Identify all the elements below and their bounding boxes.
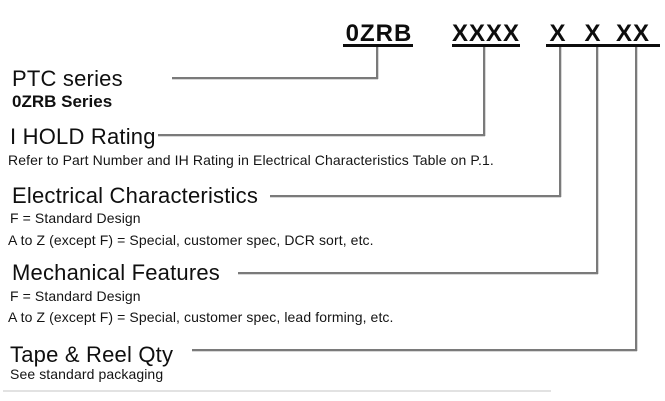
underline-series: [343, 44, 413, 47]
underline-ihold: [452, 44, 520, 47]
underline-suffix-group: [546, 44, 660, 47]
section-title-electrical-characteristics: Electrical Characteristics: [12, 183, 259, 208]
bottom-divider: [3, 390, 551, 392]
section-title-ihold-rating: I HOLD Rating: [10, 124, 156, 149]
section-subtitle-0zrb-series: 0ZRB Series: [12, 92, 113, 111]
section-title-mechanical-features: Mechanical Features: [12, 260, 221, 285]
mechanical-special-note: A to Z (except F) = Special, customer sp…: [8, 309, 394, 325]
part-number-segment-mechanical: X: [584, 20, 602, 47]
connector-horizontal-series: [172, 77, 378, 79]
tape-reel-packaging-note: See standard packaging: [10, 366, 164, 382]
connector-vertical-tape-reel: [635, 47, 637, 351]
connector-horizontal-mechanical: [238, 272, 598, 274]
connector-vertical-series: [376, 47, 378, 79]
ihold-rating-note: Refer to Part Number and IH Rating in El…: [8, 152, 494, 168]
connector-horizontal-electrical: [270, 195, 561, 197]
electrical-special-note: A to Z (except F) = Special, customer sp…: [8, 232, 374, 248]
mechanical-standard-design-note: F = Standard Design: [10, 288, 141, 304]
part-number-segment-ihold: XXXX: [452, 20, 521, 47]
connector-horizontal-tape-reel: [192, 349, 637, 351]
section-title-tape-reel-qty: Tape & Reel Qty: [10, 342, 174, 367]
part-number-segment-series: 0ZRB: [345, 20, 413, 47]
electrical-standard-design-note: F = Standard Design: [10, 210, 141, 226]
connector-vertical-mechanical: [596, 47, 598, 274]
connector-horizontal-ihold: [158, 134, 485, 136]
part-number-segment-tape-reel: XX: [615, 20, 650, 47]
connector-vertical-electrical: [559, 47, 561, 197]
section-title-ptc-series: PTC series: [12, 66, 123, 91]
part-number-segment-electrical: X: [549, 20, 567, 47]
connector-vertical-ihold: [483, 47, 485, 136]
